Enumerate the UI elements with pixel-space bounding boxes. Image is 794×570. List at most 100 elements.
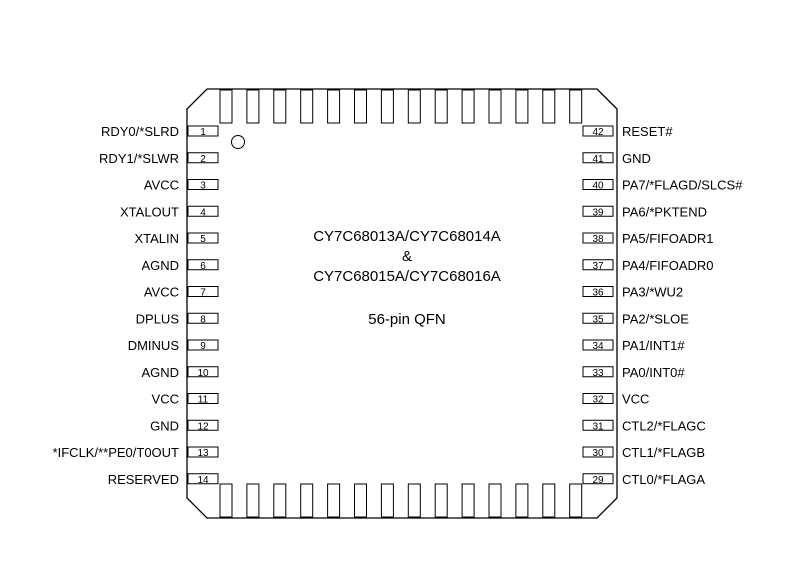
pin-number: 30 xyxy=(592,448,604,459)
top-pad xyxy=(219,89,233,124)
top-pad xyxy=(434,89,448,124)
pin-pad xyxy=(582,473,614,485)
pin-number: 33 xyxy=(592,368,604,379)
pin-number: 41 xyxy=(592,154,604,165)
pin-number: 4 xyxy=(200,207,206,218)
bottom-pad xyxy=(407,483,421,518)
pin-number: 31 xyxy=(592,421,604,432)
top-pad xyxy=(407,89,421,124)
pin-pad xyxy=(582,179,614,190)
chip-package-outline xyxy=(186,88,618,519)
pin-pad xyxy=(187,393,219,404)
top-pad xyxy=(246,89,260,124)
bottom-pad xyxy=(246,483,260,518)
top-pad xyxy=(542,89,556,124)
pin-name: GND xyxy=(622,151,651,166)
pin-pad xyxy=(582,286,614,297)
top-pad xyxy=(515,89,529,124)
left-pin: 11 VCC xyxy=(152,392,219,407)
pin-number: 8 xyxy=(200,314,206,325)
bottom-pad xyxy=(354,483,367,518)
pin-pad xyxy=(187,205,219,217)
pin-number: 34 xyxy=(592,341,604,352)
left-pin: 8 DPLUS xyxy=(136,311,219,326)
left-pin: 4 XTALOUT xyxy=(120,204,219,219)
pin-name: RESET# xyxy=(622,124,673,139)
right-pin: 40 PA7/*FLAGD/SLCS# xyxy=(582,178,743,193)
pin-pad xyxy=(582,312,614,324)
chip-part-numbers-ampersand: & xyxy=(402,248,412,265)
bottom-pad xyxy=(542,483,556,518)
chip-part-numbers-line1: CY7C68013A/CY7C68014A xyxy=(313,228,501,245)
pin-pad xyxy=(187,473,219,485)
left-pin-column: 1RDY0/*SLRD2RDY1/*SLWR3AVCC4XTALOUT5XTAL… xyxy=(53,124,219,487)
pin-number: 11 xyxy=(198,395,209,406)
pin-pad xyxy=(582,125,614,137)
pin-number: 14 xyxy=(197,475,209,486)
top-pad xyxy=(300,89,314,124)
pin-number: 29 xyxy=(592,475,604,486)
pin-name: PA4/FIFOADR0 xyxy=(622,258,714,273)
pin-number: 39 xyxy=(592,207,604,218)
pin-name: PA7/*FLAGD/SLCS# xyxy=(622,178,743,193)
pin-number: 40 xyxy=(592,181,604,192)
pin-number: 6 xyxy=(200,261,206,272)
pin-name: XTALOUT xyxy=(120,204,179,219)
left-pin: 13 *IFCLK/**PE0/T0OUT xyxy=(53,445,219,460)
pin-pad xyxy=(187,339,219,351)
pin-name: VCC xyxy=(152,392,179,407)
pin-number: 37 xyxy=(592,261,604,272)
pin-number: 12 xyxy=(197,421,209,432)
top-pad xyxy=(327,89,341,124)
pin-name: *IFCLK/**PE0/T0OUT xyxy=(53,445,179,460)
bottom-pad xyxy=(300,483,314,518)
pin-name: RDY1/*SLWR xyxy=(99,151,179,166)
pin-name: PA0/INT0# xyxy=(622,365,685,380)
pin-pad xyxy=(187,179,219,190)
package-type-label: 56-pin QFN xyxy=(368,311,446,328)
right-pin: 37 PA4/FIFOADR0 xyxy=(582,258,714,273)
pin-number: 36 xyxy=(592,288,604,299)
bottom-pad xyxy=(569,483,583,518)
pin-number: 32 xyxy=(592,395,604,406)
left-pin: 12 GND xyxy=(150,418,219,433)
right-pin: 41 GND xyxy=(582,151,651,166)
pin-number: 7 xyxy=(200,288,206,299)
pin-pad xyxy=(582,232,614,244)
pin-name: DPLUS xyxy=(136,311,180,326)
pin-pad xyxy=(187,286,219,297)
right-pin: 36 PA3/*WU2 xyxy=(582,285,683,300)
bottom-pad-row xyxy=(219,483,583,518)
pin-number: 13 xyxy=(197,448,209,459)
pin-pad xyxy=(582,419,614,431)
pin-pad xyxy=(582,339,614,351)
pin-number: 35 xyxy=(592,314,604,325)
pin-name: PA3/*WU2 xyxy=(622,285,683,300)
pin-number: 3 xyxy=(200,181,206,192)
top-pad xyxy=(461,89,475,124)
pin-pad xyxy=(187,446,219,458)
pin-name: GND xyxy=(150,418,179,433)
pin-name: VCC xyxy=(622,392,649,407)
pin-pad xyxy=(187,366,219,378)
pin-name: PA5/FIFOADR1 xyxy=(622,231,714,246)
top-pad-row xyxy=(219,89,583,124)
bottom-pad xyxy=(515,483,529,518)
pin-pad xyxy=(187,259,219,271)
chip-part-numbers-line2: CY7C68015A/CY7C68016A xyxy=(313,268,501,285)
pin1-marker-icon xyxy=(231,135,245,149)
